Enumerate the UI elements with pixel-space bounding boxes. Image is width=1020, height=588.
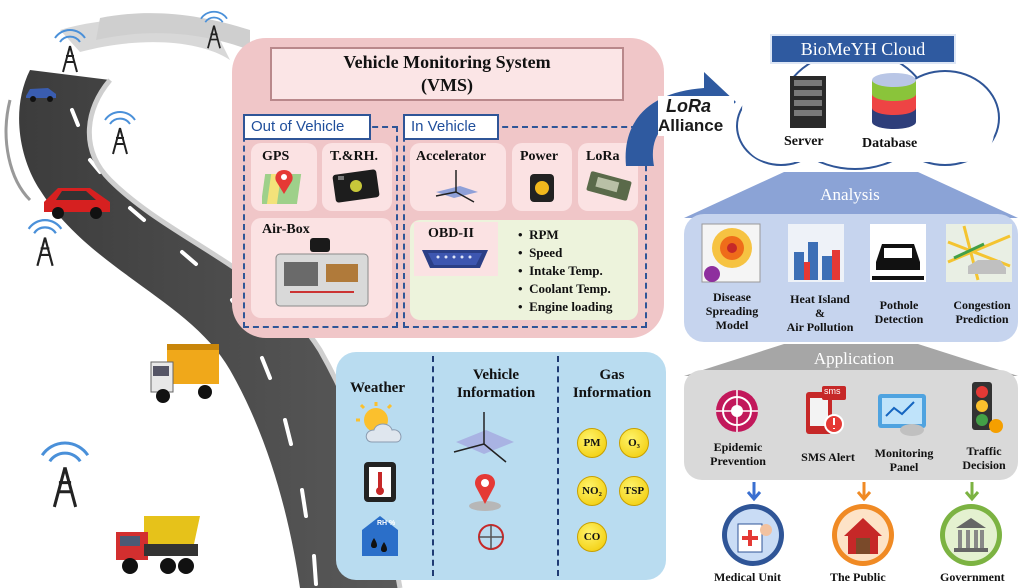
- server-label: Server: [784, 134, 824, 149]
- antenna-icon: [54, 29, 86, 73]
- weather-sun-cloud-icon: [356, 402, 402, 443]
- cloud-title: BioMeYH Cloud: [770, 34, 956, 64]
- dump-truck-icon: [116, 516, 200, 574]
- obd-metric: • Speed: [518, 245, 563, 260]
- obd-metric: • Coolant Temp.: [518, 281, 611, 296]
- stakeholder-medical-unit: Medical Unit: [714, 570, 781, 584]
- lora-alliance-logo: LoRa Alliance: [658, 96, 734, 136]
- vms-title-line2: (VMS): [421, 75, 473, 95]
- lora-module-icon: [586, 171, 632, 201]
- red-car-icon: [44, 188, 110, 219]
- accelerator-card: [410, 143, 506, 211]
- analysis-funnel: [684, 172, 1018, 218]
- antenna-icon: [200, 10, 228, 49]
- air-box-device-icon: [275, 238, 369, 307]
- government-icon: [940, 504, 1002, 566]
- the-public-icon: [832, 504, 894, 566]
- rh-label: RH %: [377, 520, 396, 527]
- gps-label: GPS: [262, 149, 290, 164]
- blue-car-icon: [26, 88, 56, 102]
- vms-title-line1: Vehicle Monitoring System: [343, 52, 551, 72]
- database-label: Database: [862, 136, 918, 151]
- lora-label: LoRa: [586, 149, 620, 164]
- humidity-icon: [362, 516, 398, 556]
- heatmap-icon: [701, 223, 761, 283]
- curved-arrow-icon: [625, 72, 736, 166]
- in-vehicle-tab: In Vehicle: [403, 114, 499, 140]
- lora-logo-line1: LoRa: [666, 96, 711, 116]
- sms-alert-icon: [806, 386, 846, 434]
- antenna-icon: [27, 219, 63, 267]
- weather-title: Weather: [350, 380, 405, 396]
- gas-badge-tsp: TSP: [619, 476, 649, 506]
- divider: [432, 356, 434, 576]
- vms-title: Vehicle Monitoring System (VMS): [270, 47, 624, 101]
- traffic-map-icon: [946, 224, 1012, 282]
- stakeholder-arrows: [746, 482, 980, 502]
- obd-metric: • RPM: [518, 227, 559, 242]
- medical-unit-icon: [722, 504, 784, 566]
- obd-connector-icon: [422, 250, 488, 268]
- sensor-chip-icon: [332, 169, 380, 203]
- sms-badge: sms: [824, 386, 841, 396]
- stakeholder-government: Government: [940, 570, 1005, 584]
- stakeholder-the-public: The Public: [830, 570, 886, 584]
- gas-badge-pm: PM: [577, 428, 607, 458]
- accelerator-label: Accelerator: [416, 149, 486, 164]
- analysis-item-heat-island: Heat Island&Air Pollution: [786, 292, 854, 334]
- power-adapter-icon: [530, 174, 554, 202]
- app-item-sms: SMS Alert: [801, 450, 855, 464]
- power-label: Power: [520, 149, 559, 164]
- divider: [557, 356, 559, 576]
- server-icon: [790, 76, 826, 128]
- accelerometer-axes-icon: [435, 170, 478, 203]
- thermometer-icon: [364, 462, 396, 502]
- antenna-icon: [104, 111, 136, 155]
- application-funnel: [684, 344, 1018, 376]
- truck-icon: [150, 344, 219, 403]
- monitoring-panel-icon: [878, 394, 926, 436]
- pothole-car-icon: [870, 224, 926, 282]
- analysis-header: Analysis: [820, 185, 880, 204]
- application-header: Application: [813, 349, 895, 368]
- traffic-light-icon: [972, 382, 1003, 433]
- obd-metrics-list: • RPM • Speed • Intake Temp. • Coolant T…: [518, 226, 613, 316]
- epidemic-target-icon: [716, 390, 758, 432]
- city-pollution-icon: [788, 224, 844, 282]
- cloud-fill: [742, 80, 994, 162]
- location-pin-icon: [469, 474, 501, 511]
- antenna-icon: [40, 441, 90, 508]
- out-of-vehicle-tab: Out of Vehicle: [243, 114, 371, 140]
- map-pin-icon: [262, 170, 302, 204]
- in-vehicle-group: [403, 126, 647, 328]
- temp-rh-label: T.&RH.: [330, 149, 378, 164]
- database-icon: [872, 73, 916, 129]
- gas-badge-o3: O₃: [619, 428, 649, 458]
- gas-badge-co: CO: [577, 522, 607, 552]
- airbox-label: Air-Box: [262, 222, 310, 237]
- obd-label: OBD-II: [428, 226, 474, 241]
- gas-badge-no2: NO₂: [577, 476, 607, 506]
- vehicle-axes-icon: [453, 412, 514, 463]
- obd-metric: • Intake Temp.: [518, 263, 603, 278]
- obd-metric: • Engine loading: [518, 299, 613, 314]
- steering-compass-icon: [478, 524, 504, 550]
- lora-logo-line2: Alliance: [658, 116, 724, 135]
